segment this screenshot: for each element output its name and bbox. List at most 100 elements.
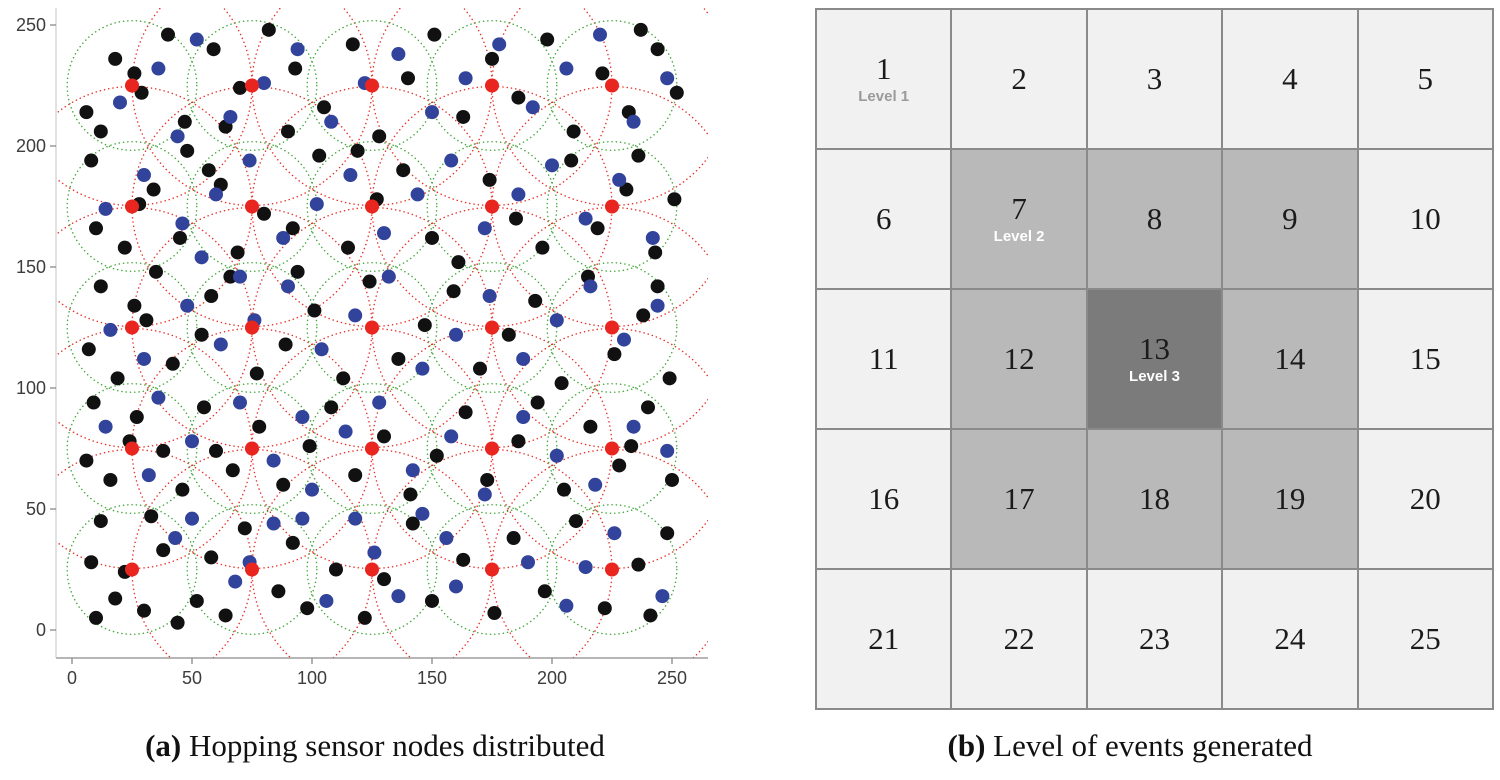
hopping-node-blue <box>309 197 324 212</box>
sensor-node-black <box>643 608 658 623</box>
hopping-node-blue <box>655 589 670 604</box>
inner-range-circle <box>306 382 438 515</box>
inner-range-circle <box>66 382 198 515</box>
hopping-node-blue <box>233 269 247 284</box>
caption-b-text: Level of events generated <box>985 728 1313 763</box>
hopping-node-blue <box>578 211 593 226</box>
hopping-node-blue <box>660 443 675 458</box>
cluster-head-red <box>365 320 379 335</box>
hopping-node-blue <box>516 351 531 366</box>
sensor-node-black <box>641 400 655 415</box>
cluster-head-red <box>485 78 499 93</box>
grid-cell-2: 2 <box>952 10 1086 148</box>
y-tick-label: 200 <box>16 136 46 156</box>
hopping-node-blue <box>367 545 382 560</box>
sensor-node-black <box>261 22 276 37</box>
sensor-node-black <box>554 376 569 391</box>
x-tick-label: 0 <box>67 668 77 688</box>
sensor-node-black <box>631 148 646 163</box>
hopping-node-blue <box>588 477 603 492</box>
sensor-node-black <box>134 85 149 100</box>
x-tick-label: 150 <box>417 668 447 688</box>
sensor-node-black <box>566 124 581 139</box>
sensor-node-black <box>79 453 94 468</box>
sensor-node-black <box>237 521 252 536</box>
cell-number: 1 <box>875 51 892 87</box>
sensor-node-black <box>583 419 598 434</box>
grid-cell-16: 16 <box>817 430 951 568</box>
hopping-node-blue <box>381 269 396 284</box>
hopping-node-blue <box>607 526 622 541</box>
cell-level-label: Level 3 <box>1129 368 1180 386</box>
hopping-node-blue <box>223 109 238 124</box>
sensor-node-black <box>218 608 233 623</box>
cluster-head-red <box>245 562 259 577</box>
hopping-node-blue <box>151 390 166 405</box>
cluster-head-red <box>365 78 379 93</box>
hopping-node-blue <box>180 298 195 313</box>
hopping-node-blue <box>175 216 190 231</box>
sensor-node-black <box>569 514 583 529</box>
y-tick-label: 0 <box>36 620 46 640</box>
y-tick-label: 50 <box>26 499 46 519</box>
cell-number: 14 <box>1274 340 1306 376</box>
sensor-node-black <box>93 514 108 529</box>
hopping-node-blue <box>338 424 353 439</box>
sensor-node-black <box>429 448 444 463</box>
sensor-node-black <box>139 313 154 328</box>
cell-number: 13 <box>1138 331 1170 367</box>
hopping-node-blue <box>410 187 425 202</box>
cluster-head-red <box>365 562 379 577</box>
hopping-node-blue <box>137 168 151 183</box>
cell-number: 21 <box>868 620 900 656</box>
sensor-node-black <box>391 351 406 366</box>
sensor-node-black <box>117 240 132 255</box>
sensor-node-black <box>84 153 99 168</box>
cell-number: 19 <box>1274 480 1306 516</box>
sensor-node-black <box>350 143 365 158</box>
hopping-node-blue <box>660 71 675 86</box>
inner-range-circle <box>186 261 318 394</box>
sensor-node-black <box>89 221 103 236</box>
sensor-node-black <box>177 114 192 129</box>
hopping-node-blue <box>549 448 564 463</box>
x-tick-label: 200 <box>537 668 567 688</box>
cell-number: 5 <box>1417 60 1434 96</box>
hopping-node-blue <box>266 453 281 468</box>
cluster-head-red <box>125 320 139 335</box>
cluster-head-red <box>605 320 619 335</box>
sensor-node-black <box>194 327 209 342</box>
sensor-node-black <box>564 153 579 168</box>
caption-a-text: Hopping sensor nodes distributed <box>181 728 605 763</box>
hopping-node-blue <box>348 511 363 526</box>
cluster-head-red <box>605 78 619 93</box>
sensor-node-black <box>372 129 387 144</box>
sensor-node-black <box>249 366 264 381</box>
sensor-node-black <box>482 172 497 187</box>
hopping-node-blue <box>444 153 459 168</box>
cluster-head-red <box>125 562 139 577</box>
cluster-head-red <box>125 441 139 456</box>
grid-cell-4: 4 <box>1223 10 1357 148</box>
cell-number: 25 <box>1409 620 1441 656</box>
sensor-node-black <box>377 429 391 444</box>
hopping-node-blue <box>98 419 113 434</box>
hopping-node-blue <box>449 579 463 594</box>
cell-number: 17 <box>1003 480 1035 516</box>
hopping-node-blue <box>626 114 641 129</box>
hopping-node-blue <box>305 482 319 497</box>
sensor-node-black <box>302 439 317 454</box>
grid-cell-8: 8 <box>1087 150 1222 288</box>
sensor-node-black <box>209 443 223 458</box>
hopping-node-blue <box>545 158 559 173</box>
sensor-node-black <box>487 606 502 621</box>
hopping-node-blue <box>516 410 531 425</box>
hopping-node-blue <box>141 468 156 483</box>
inner-range-circle <box>66 19 198 152</box>
sensor-node-black <box>225 463 240 478</box>
x-tick-label: 250 <box>657 668 687 688</box>
